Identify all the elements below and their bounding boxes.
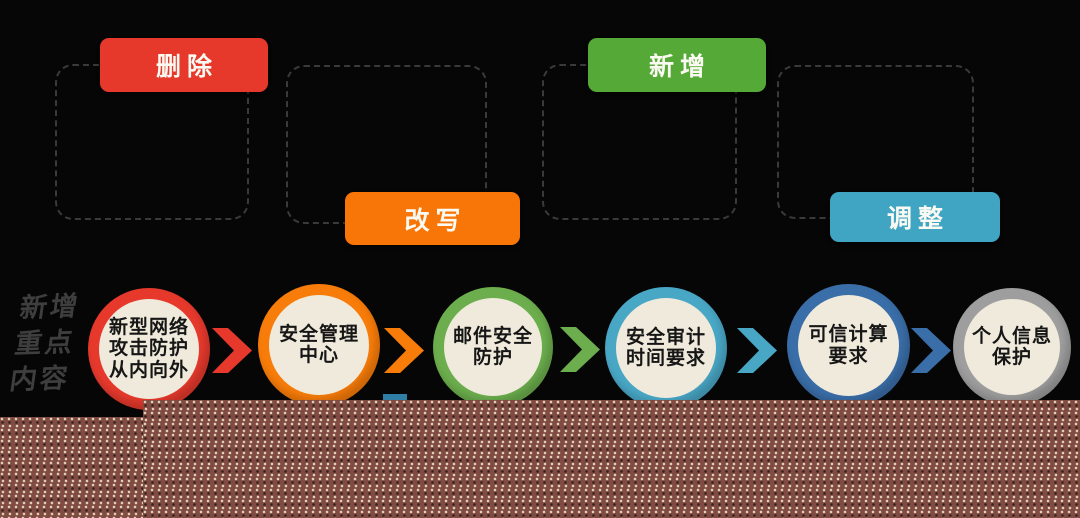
chevron-right-icon: [911, 328, 951, 373]
side-label-line: 新增: [17, 290, 83, 325]
accent-strip: [383, 394, 407, 401]
chevron-right-icon: [737, 328, 777, 373]
flow-step-4: 安全审计 时间要求: [605, 287, 727, 409]
flow-step-line: 邮件安全: [452, 324, 533, 347]
flow-step-6: 个人信息 保护: [953, 288, 1071, 406]
flow-step-line: 可信计算: [808, 323, 889, 345]
flow-step-2: 安全管理 中心: [258, 284, 380, 406]
flow-step-3: 邮件安全 防护: [433, 287, 553, 407]
chevron-right-icon: [384, 328, 424, 373]
flow-step-2-text: 安全管理 中心: [269, 295, 369, 395]
flow-step-3-text: 邮件安全 防护: [444, 298, 542, 396]
flow-step-1: 新型网络 攻击防护 从内向外: [88, 288, 210, 410]
side-label: 新增 重点 内容: [0, 289, 90, 400]
tag-adjust: 调整: [830, 192, 1000, 242]
flow-step-line: 保护: [991, 346, 1032, 368]
chevron-right-icon: [212, 328, 252, 373]
flow-step-line: 时间要求: [625, 347, 706, 369]
flow-step-line: 中心: [298, 344, 339, 366]
flow-step-4-text: 安全审计 时间要求: [616, 298, 716, 398]
bottom-band-main: [143, 400, 1080, 518]
tag-delete: 删除: [100, 38, 268, 92]
flow-step-line: 新型网络: [108, 315, 189, 338]
flow-step-line: 个人信息: [971, 324, 1052, 347]
flow-step-line: 安全审计: [625, 325, 706, 348]
tag-add: 新增: [588, 38, 766, 92]
flow-step-6-text: 个人信息 保护: [964, 299, 1060, 395]
flow-step-1-text: 新型网络 攻击防护 从内向外: [99, 299, 199, 399]
side-label-line: 重点: [12, 326, 78, 361]
bottom-band-left: [0, 417, 144, 518]
flow-step-line: 安全管理: [278, 322, 359, 345]
chevron-right-icon: [560, 327, 600, 372]
flow-step-line: 要求: [828, 344, 869, 367]
flow-step-5: 可信计算 要求: [787, 284, 910, 407]
flow-step-line: 从内向外: [108, 358, 189, 381]
flow-step-5-text: 可信计算 要求: [798, 295, 899, 396]
side-label-line: 内容: [7, 362, 73, 397]
tag-rewrite: 改写: [345, 192, 520, 245]
flow-step-line: 防护: [472, 346, 513, 368]
flow-step-line: 攻击防护: [108, 337, 189, 360]
